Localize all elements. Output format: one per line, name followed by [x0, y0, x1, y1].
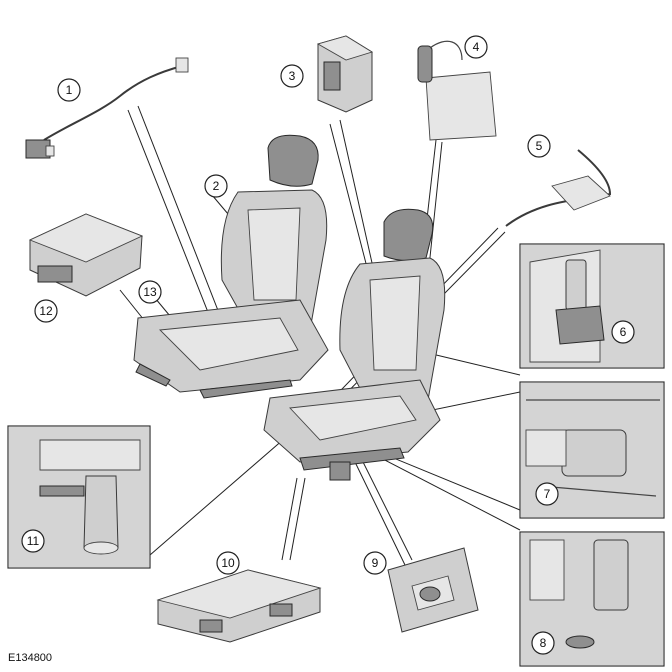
inset-motor-8 [519, 531, 665, 667]
control-module-part [316, 35, 374, 113]
callout-label: 10 [221, 556, 235, 570]
callout-label: 3 [289, 69, 296, 83]
callout-7: 7 [535, 482, 559, 506]
callout-label: 2 [213, 179, 220, 193]
callout-5: 5 [527, 134, 551, 158]
callout-label: 1 [66, 83, 73, 97]
inset-motor-6 [519, 243, 665, 369]
callout-3: 3 [280, 64, 304, 88]
callout-1: 1 [57, 78, 81, 102]
inset-motor-7 [519, 381, 665, 519]
callout-4: 4 [464, 35, 488, 59]
callout-label: 11 [27, 534, 40, 548]
callout-label: 6 [620, 325, 627, 339]
seat-module-part [28, 213, 144, 297]
figure-reference-code: E134800 [8, 652, 53, 664]
lumbar-assembly-part [417, 40, 497, 141]
callout-2: 2 [204, 174, 228, 198]
switch-pack-part [387, 547, 479, 633]
callout-label: 8 [540, 636, 547, 650]
callout-label: 7 [544, 487, 551, 501]
left-seat-assembly [133, 134, 329, 399]
callout-label: 9 [372, 556, 379, 570]
callout-label: 13 [143, 285, 157, 299]
callout-9: 9 [363, 551, 387, 575]
callout-8: 8 [531, 631, 555, 655]
memory-module-part [156, 569, 322, 643]
callout-12: 12 [34, 299, 58, 323]
right-seat-assembly [263, 208, 446, 481]
callout-label: 5 [536, 139, 543, 153]
callout-label: 12 [39, 304, 53, 318]
wiring-harness-part [25, 57, 189, 159]
callout-10: 10 [216, 551, 240, 575]
callout-11: 11 [21, 529, 45, 553]
callout-13: 13 [138, 280, 162, 304]
callout-label: 4 [473, 40, 480, 54]
cable-assembly-part [505, 149, 612, 227]
callout-6: 6 [611, 320, 635, 344]
